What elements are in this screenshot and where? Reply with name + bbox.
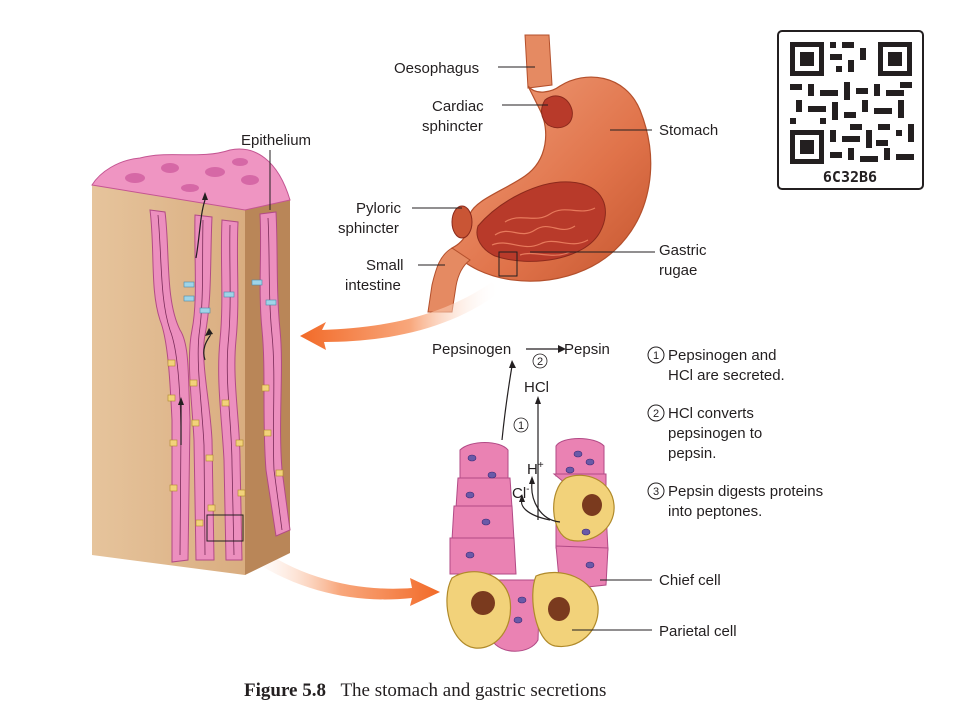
label-gastric-rugae-2: rugae [659, 262, 697, 279]
label-gastric-rugae-1: Gastric [659, 242, 707, 259]
label-pyloric-1: Pyloric [356, 200, 402, 217]
step-3-line-1: Pepsin digests proteins [668, 483, 823, 500]
label-small-2: intestine [345, 277, 401, 294]
step-2-number: 2 [653, 408, 659, 420]
step-1: 1 Pepsinogen and HCl are secreted. [647, 346, 785, 384]
step-3-line-2: into peptones. [668, 503, 762, 520]
label-pyloric-2: sphincter [338, 220, 399, 237]
leader-lines [269, 66, 655, 631]
qr-code: 6C32B6 [777, 30, 924, 190]
step-3: 3 Pepsin digests proteins into peptones. [647, 482, 823, 520]
step-2: 2 HCl converts pepsinogen to pepsin. [647, 404, 762, 462]
step-marker-1: 1 [518, 420, 524, 432]
label-stomach: Stomach [659, 122, 718, 139]
gastric-gland: 2 1 [446, 345, 615, 652]
arrow-to-gland [240, 540, 440, 606]
step-2-line-2: pepsinogen to [668, 425, 762, 442]
label-parietal-cell: Parietal cell [659, 623, 737, 640]
step-marker-2: 2 [537, 356, 543, 368]
step-1-line-1: Pepsinogen and [668, 347, 776, 364]
step-1-number: 1 [653, 350, 659, 362]
caption-label: Figure 5.8 [244, 680, 326, 701]
label-h-ion: H+ [527, 460, 544, 478]
label-cardiac-1: Cardiac [432, 98, 484, 115]
figure-caption: Figure 5.8 The stomach and gastric secre… [244, 680, 606, 701]
label-hcl: HCl [524, 379, 549, 396]
gastric-mucosa-block [91, 148, 291, 575]
stomach-illustration [427, 34, 652, 313]
label-cl-ion: Cl- [512, 484, 530, 502]
step-2-line-1: HCl converts [668, 405, 754, 422]
label-chief-cell: Chief cell [659, 572, 721, 589]
step-2-line-3: pepsin. [668, 445, 716, 462]
label-small-1: Small [366, 257, 404, 274]
caption-text: The stomach and gastric secretions [340, 680, 606, 701]
step-1-line-2: HCl are secreted. [668, 367, 785, 384]
label-pepsinogen: Pepsinogen [432, 341, 511, 358]
qr-code-text: 6C32B6 [823, 168, 877, 186]
step-3-number: 3 [653, 486, 659, 498]
label-oesophagus: Oesophagus [394, 60, 479, 77]
label-epithelium: Epithelium [241, 132, 311, 149]
label-pepsin: Pepsin [564, 341, 610, 358]
arrow-to-tissue [300, 282, 500, 350]
label-cardiac-2: sphincter [422, 118, 483, 135]
